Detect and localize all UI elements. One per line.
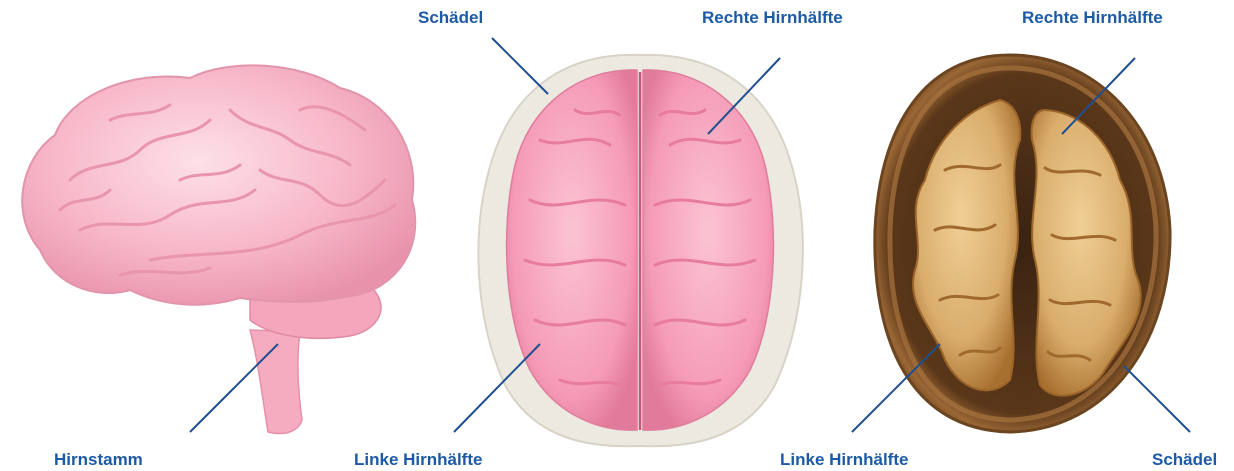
label-brainstem: Hirnstamm <box>54 450 143 470</box>
walnut-illustration <box>875 55 1170 432</box>
label-right-hemisphere-top: Rechte Hirnhälfte <box>702 8 843 28</box>
side-brain-illustration <box>22 65 415 433</box>
leader-line-skull-top <box>492 38 548 94</box>
label-left-hemisphere-top: Linke Hirnhälfte <box>354 450 482 470</box>
label-right-hemisphere-walnut: Rechte Hirnhälfte <box>1022 8 1163 28</box>
label-skull-top: Schädel <box>418 8 483 28</box>
top-brain-illustration <box>478 55 802 446</box>
label-skull-walnut: Schädel <box>1152 450 1217 470</box>
leader-line-skull-walnut <box>1124 366 1190 432</box>
label-left-hemisphere-walnut: Linke Hirnhälfte <box>780 450 908 470</box>
cerebrum-shape <box>22 65 415 304</box>
